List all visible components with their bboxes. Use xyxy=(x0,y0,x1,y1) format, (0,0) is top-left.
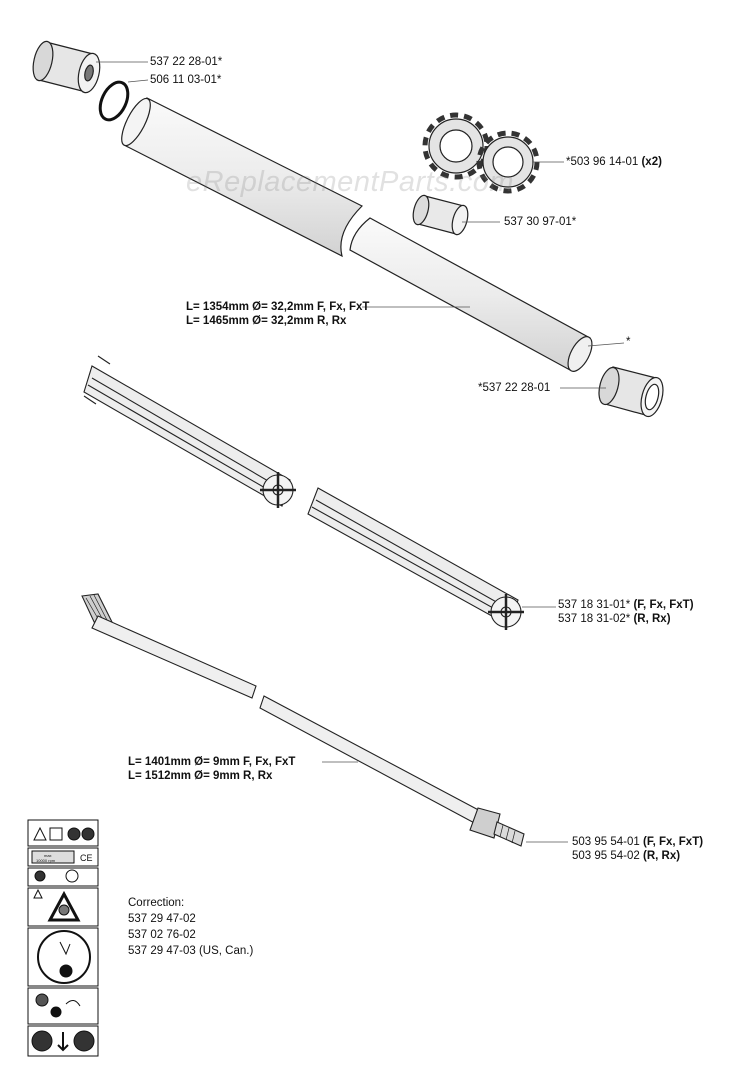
leader-p2 xyxy=(127,79,149,83)
tube-dims: L= 1354mm Ø= 32,2mm F, Fx, FxT L= 1465mm… xyxy=(186,301,370,327)
liner-upper xyxy=(83,355,296,508)
correction-line: 537 29 47-03 (US, Can.) xyxy=(128,945,254,957)
decal-sheet: CE max 10000 rpm xyxy=(27,819,99,1057)
bushing-right xyxy=(598,366,664,418)
correction-title: Correction: xyxy=(128,897,185,909)
correction-line: 537 02 76-02 xyxy=(128,929,196,941)
shaft-lower xyxy=(259,695,525,847)
part-label-537-22-28-01-right: *537 22 28-01 xyxy=(478,382,551,394)
sleeve xyxy=(412,194,469,236)
shaft-upper xyxy=(81,593,257,699)
correction-line: 537 29 47-02 xyxy=(128,913,196,925)
o-ring xyxy=(98,80,130,122)
part-label-asterisk: * xyxy=(626,336,631,348)
shaft-dims: L= 1401mm Ø= 9mm F, Fx, FxT L= 1512mm Ø=… xyxy=(128,756,296,782)
part-label-537-22-28-01: 537 22 28-01* xyxy=(150,56,223,68)
correction-note: Correction: 537 29 47-02 537 02 76-02 53… xyxy=(128,895,253,959)
bushing-top xyxy=(32,40,101,94)
part-label-537-30-97-01: 537 30 97-01* xyxy=(504,216,577,228)
decal-rpm: 10000 rpm xyxy=(36,858,56,863)
gear-left xyxy=(422,112,490,180)
tube-upper xyxy=(121,97,364,258)
gear-right xyxy=(476,130,540,194)
liner-lower xyxy=(307,487,524,630)
part-label-503-96-14-01: *503 96 14-01 (x2) xyxy=(566,156,662,168)
leader-p5 xyxy=(587,342,625,347)
liner-labels: 537 18 31-01* (F, Fx, FxT) 537 18 31-02*… xyxy=(558,599,694,625)
decal-max: max xyxy=(44,853,52,858)
shaft-labels: 503 95 54-01 (F, Fx, FxT) 503 95 54-02 (… xyxy=(572,836,704,862)
decal-ce: CE xyxy=(80,853,93,863)
watermark: eReplacementParts.com xyxy=(186,166,515,198)
tube-lower xyxy=(349,217,593,372)
part-label-506-11-03-01: 506 11 03-01* xyxy=(150,74,222,86)
